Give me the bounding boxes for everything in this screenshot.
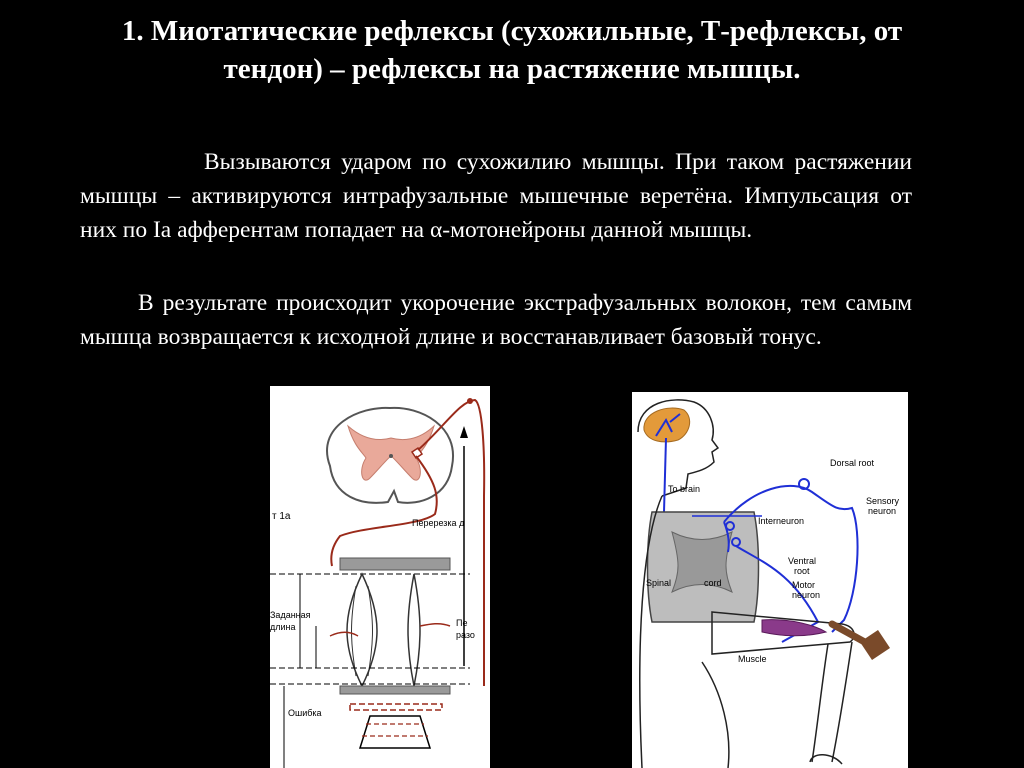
label-ventral-2: root bbox=[794, 566, 810, 576]
seat-outline bbox=[702, 662, 729, 768]
efferent-fiber bbox=[331, 456, 437, 566]
label-cord: cord bbox=[704, 578, 722, 588]
label-cut: Перерезка д bbox=[412, 518, 465, 528]
slide-title: 1. Миотатические рефлексы (сухожильные, … bbox=[120, 12, 904, 88]
stretch-reflex-loop-diagram: т 1а Перерезка д Заданная длина Пе разо … bbox=[270, 386, 490, 768]
label-ventral-1: Ventral bbox=[788, 556, 816, 566]
label-interneuron: Interneuron bbox=[758, 516, 804, 526]
bottom-plate bbox=[340, 686, 450, 694]
label-raz: разо bbox=[456, 630, 475, 640]
muscle-fiber-right bbox=[408, 574, 420, 686]
label-motor-2: neuron bbox=[792, 590, 820, 600]
paragraph-result: В результате происходит укорочение экстр… bbox=[80, 286, 912, 354]
stretch-reflex-loop-svg: т 1а Перерезка д Заданная длина Пе разо … bbox=[270, 386, 490, 768]
label-1a: т 1а bbox=[272, 511, 291, 522]
top-plate bbox=[340, 558, 450, 570]
load-box bbox=[360, 716, 430, 748]
label-error: Ошибка bbox=[288, 708, 322, 718]
label-length-2: длина bbox=[270, 622, 296, 632]
label-to-brain: To brain bbox=[668, 484, 700, 494]
label-muscle: Muscle bbox=[738, 654, 767, 664]
knee-jerk-reflex-svg: To brain Spinal cord Dorsal root Sensory… bbox=[632, 392, 908, 768]
brain bbox=[644, 408, 690, 442]
label-spinal: Spinal bbox=[646, 578, 671, 588]
label-sensory-2: neuron bbox=[868, 506, 896, 516]
lower-leg-outline bbox=[812, 642, 852, 762]
paragraph-stretch-activation: Вызываются ударом по сухожилию мышцы. Пр… bbox=[80, 145, 912, 247]
reflex-hammer-icon bbox=[832, 624, 890, 660]
label-motor-1: Motor bbox=[792, 580, 815, 590]
label-pe: Пе bbox=[456, 618, 467, 628]
label-length-1: Заданная bbox=[270, 610, 311, 620]
label-sensory-1: Sensory bbox=[866, 496, 900, 506]
label-dorsal-root: Dorsal root bbox=[830, 458, 875, 468]
knee-jerk-reflex-illustration: To brain Spinal cord Dorsal root Sensory… bbox=[632, 392, 908, 768]
